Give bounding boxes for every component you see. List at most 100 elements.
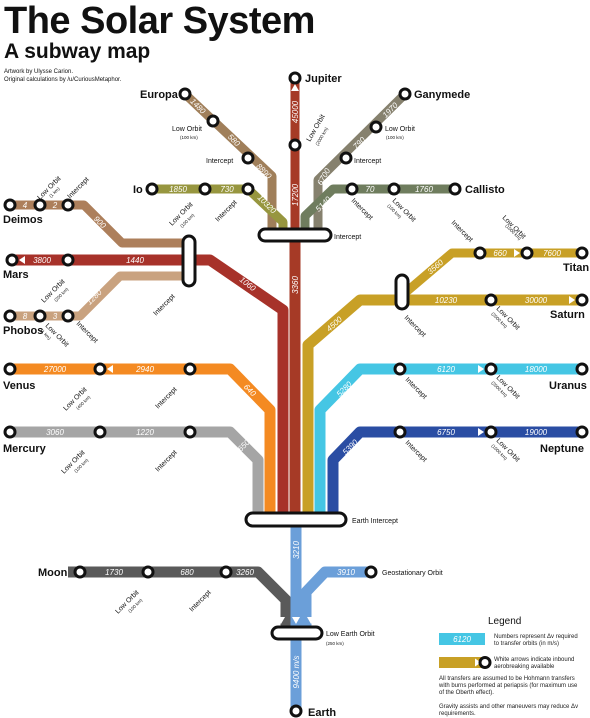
page-title: The Solar System [4,0,315,42]
station-europa-low-orbit [206,114,220,128]
station-phobos-low-orbit [33,309,47,323]
station-neptune [575,425,589,439]
legend-arrows-line2: aerobreaking available [494,664,555,670]
label-venus: Venus [3,380,35,392]
saturn-intercept-bar [394,273,410,311]
aerobraking-arrows [19,84,575,624]
dv-earth-down: 9400 m/s [292,656,301,689]
earth-intercept-bar [244,511,348,528]
arrow-venus [107,365,113,373]
station-titan-intercept [473,246,487,260]
label-phobos-intercept: Intercept [75,320,99,344]
jupiter-intercept-bar [257,227,333,243]
station-titan-low-orbit [520,246,534,260]
station-phobos-intercept [61,309,75,323]
mercury-line [10,426,264,519]
station-callisto [448,182,462,196]
label-low-earth-orbit: Low Earth Orbit [326,631,375,638]
arrow-neptune [478,428,484,436]
station-uranus-low-orbit [484,362,498,376]
legend-arrows-line1: White arrows indicate inbound [494,657,574,663]
dv-jupiter-b: 17200 [291,183,300,206]
label-titan-low-orbit: Low Orbit [501,214,527,240]
label-moon: Moon [38,567,68,579]
dv-neptune-a: 19000 [525,428,548,437]
titan-line [402,248,582,297]
dv-neptune-b: 6750 [437,428,455,437]
label-earth-intercept: Earth Intercept [352,518,398,525]
label-saturn: Saturn [550,309,585,321]
credit-artwork: Artwork by Ulysse Carion. [4,69,74,75]
label-io: Io [133,184,143,196]
station-venus-low-orbit [93,362,107,376]
station-titan [575,246,589,260]
station-saturn-low-orbit [484,293,498,307]
legend-station-icon [478,656,492,669]
station-jupiter-low-orbit [288,138,302,152]
legend-numbers-line1: Numbers represent Δv required [494,634,578,640]
legend-note1-line3: of the Oberth effect). [439,690,494,696]
geostationary-line [300,566,371,633]
dv-moon-b: 680 [180,568,194,577]
legend-sample-line [439,633,485,645]
dv-io-a: 1850 [169,185,187,194]
station-moon-low-orbit [141,565,155,579]
station-deimos-intercept [61,198,75,212]
label-io-intercept: Intercept [214,199,238,223]
dv-venus-a: 27000 [43,365,67,374]
station-uranus [575,362,589,376]
legend-note1-line2: with burns performed at periapsis (for m… [438,683,578,689]
legend-note2-line2: requirements. [439,711,476,717]
station-mars [5,253,19,267]
dv-venus-b: 2940 [135,365,154,374]
station-ganymede [398,87,412,101]
dv-callisto-b: 70 [366,185,375,194]
legend-sample-value: 6120 [453,635,471,644]
arrow-mars [19,256,25,264]
dv-saturn-b: 10230 [435,296,458,305]
label-europa-low-orbit: Low Orbit [172,126,202,133]
station-earth [289,704,303,718]
legend-numbers-line2: to transfer orbits (in m/s) [494,641,559,647]
arrow-earth-1 [277,617,285,624]
label-titan: Titan [563,262,589,274]
label-ganymede: Ganymede [414,89,470,101]
arrow-earth-3 [307,617,315,624]
mars-line [12,254,289,519]
label-neptune: Neptune [540,443,584,455]
low-earth-orbit-bar [270,625,324,641]
station-mercury-low-orbit [93,425,107,439]
dv-uranus-a: 18000 [525,365,548,374]
station-europa-intercept [241,151,255,165]
arrow-jupiter [291,84,299,91]
legend-note2-line1: Gravity assists and other maneuvers may … [439,704,578,710]
label-mercury-intercept: Intercept [154,449,178,473]
label-callisto: Callisto [465,184,505,196]
label-phobos: Phobos [3,325,43,337]
dv-saturn-a: 30000 [525,296,548,305]
station-moon [73,565,87,579]
label-mars: Mars [3,269,29,281]
callisto-line [300,184,455,233]
station-deimos [3,198,17,212]
legend: Legend 6120 Numbers represent Δv require… [438,616,578,717]
dv-titan-b: 660 [493,249,507,258]
station-moon-intercept [219,565,233,579]
station-callisto-low-orbit [387,182,401,196]
dv-moon-c: 3260 [236,568,254,577]
station-ganymede-intercept [339,151,353,165]
mars-intercept-bar [181,234,197,288]
label-deimos-intercept: Intercept [66,176,90,200]
moon-line [68,566,292,633]
dv-callisto-a: 1760 [415,185,433,194]
label-saturn-intercept: Intercept [403,314,427,338]
label-deimos: Deimos [3,214,43,226]
saturn-line [302,294,582,519]
dv-jupiter-c: 3360 [291,276,300,294]
page-subtitle: A subway map [4,40,151,63]
station-phobos [3,309,17,323]
station-io-intercept [241,182,255,196]
arrow-saturn [569,296,575,304]
dv-phobos-b: 3 [53,312,58,321]
